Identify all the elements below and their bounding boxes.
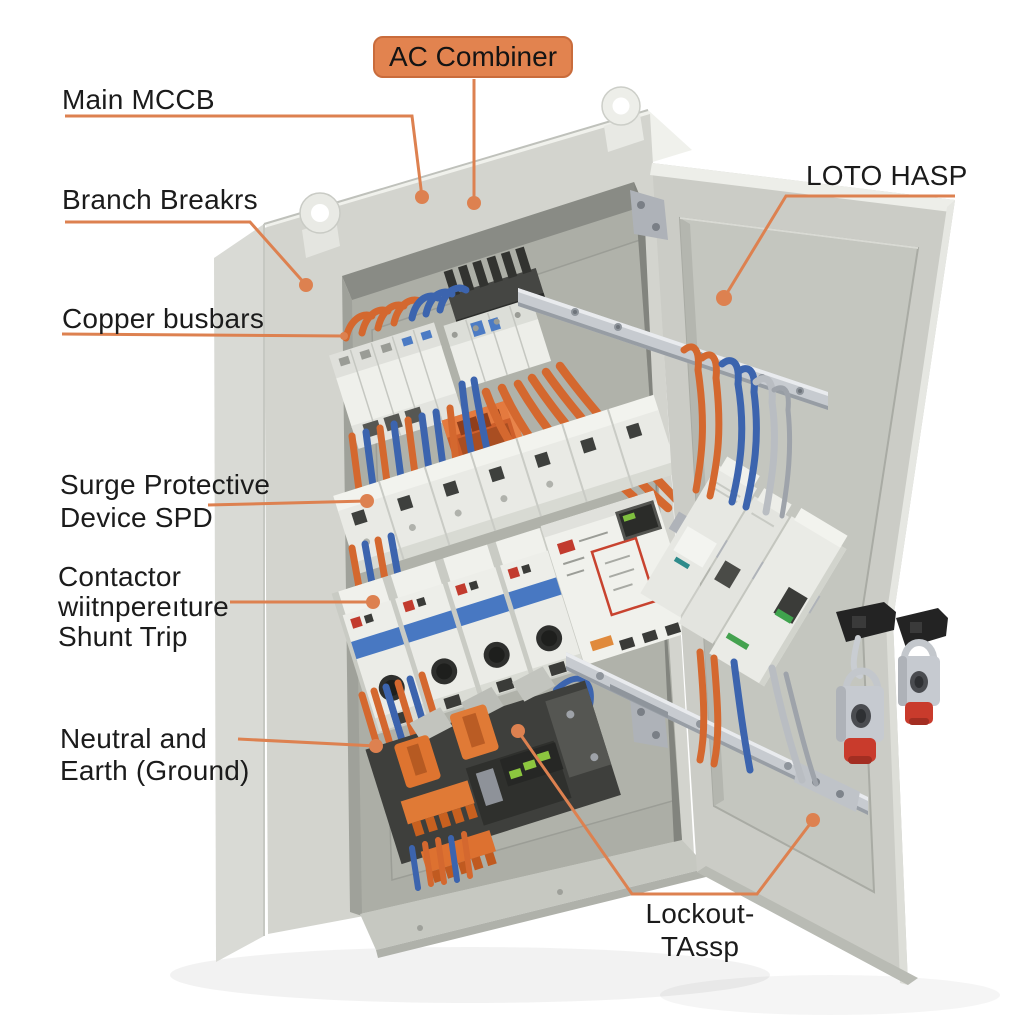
leader-main-mccb <box>65 114 424 198</box>
callout-lockout-tag: Lockout- TAssp <box>598 897 802 963</box>
door-top-edge <box>650 163 955 212</box>
door-right-edge-lower <box>886 618 908 985</box>
loto-hasp-assembly-1 <box>836 602 896 764</box>
cabinet-interior-devices <box>329 246 698 891</box>
callout-spd: Surge Protective Device SPD <box>60 468 270 534</box>
interior-top-wall <box>342 182 644 300</box>
callout-neutral-line1: Neutral and <box>60 723 207 754</box>
callout-contactor-line2: wiitnpereıture <box>58 591 229 622</box>
padlock-icon-1 <box>836 667 884 764</box>
neutral-earth-assembly <box>365 666 621 883</box>
cabinet-left-face <box>214 224 264 962</box>
protection-relay <box>540 490 698 666</box>
callout-contactor-line3: Shunt Trip <box>58 621 188 652</box>
callout-copper-busbars: Copper busbars <box>62 303 264 334</box>
padlock-icon-2 <box>898 639 940 725</box>
main-mccb-group <box>443 298 552 389</box>
callout-main-mccb-text: Main MCCB <box>62 84 215 115</box>
callout-loto-hasp: LOTO HASP <box>806 160 968 191</box>
door-wires <box>680 343 819 787</box>
door-spd-modules <box>640 343 848 787</box>
interior-floor <box>360 840 708 950</box>
leader-spd <box>207 499 368 507</box>
callout-lockout-line1: Lockout- <box>645 898 755 929</box>
leader-neutral <box>237 737 377 748</box>
callout-spd-line1: Surge Protective <box>60 469 271 500</box>
hinge-top <box>630 190 668 240</box>
callout-branch-breakers: Branch Breakrs <box>62 184 258 215</box>
callout-contactor: Contactor wiitnpereıture Shunt Trip <box>58 562 229 652</box>
callout-contactor-line1: Contactor <box>58 561 182 592</box>
leader-lockout <box>516 730 815 896</box>
lifting-lug-right <box>601 86 644 152</box>
callout-main-mccb: Main MCCB <box>62 84 215 115</box>
callout-spd-line2: Device SPD <box>60 502 213 533</box>
door-bottom-edge <box>697 866 918 985</box>
door-right-edge-upper <box>886 200 955 620</box>
callout-copper-busbars-text: Copper busbars <box>62 303 265 334</box>
badge-label: AC Combiner <box>388 41 558 72</box>
lifting-lug-left <box>299 192 341 258</box>
interior-right-wall <box>634 182 682 844</box>
callout-loto-hasp-text: LOTO HASP <box>806 160 968 191</box>
leader-branch-breakers <box>65 220 308 286</box>
leader-copper-busbars <box>61 332 345 338</box>
loto-hasp-assembly-2 <box>896 608 948 725</box>
callout-branch-breakers-text: Branch Breakrs <box>62 184 258 215</box>
spd-base-row <box>333 394 679 575</box>
ground-shadow <box>170 947 1000 1015</box>
wire-bundle-bottom <box>409 831 473 891</box>
callout-lockout-line2: TAssp <box>660 931 740 962</box>
callout-leaders <box>61 79 955 896</box>
interior-floor-lip <box>376 868 710 958</box>
leader-loto <box>722 194 955 299</box>
ac-combiner-badge: AC Combiner <box>373 36 573 78</box>
callout-neutral-line2: Earth (Ground) <box>60 755 250 786</box>
callout-neutral-earth: Neutral and Earth (Ground) <box>60 723 250 787</box>
